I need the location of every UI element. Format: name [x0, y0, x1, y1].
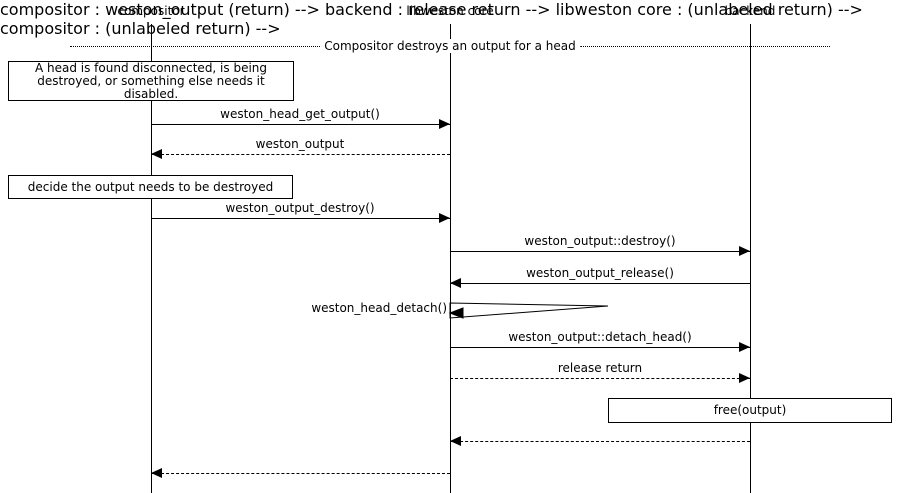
- message-label-release-return: release return: [557, 361, 643, 375]
- divider-label: Compositor destroys an output for a head: [320, 39, 580, 53]
- message-line-core-return: [151, 473, 450, 474]
- arrow-head-core-return: [151, 468, 162, 478]
- arrow-head-weston-head-get-output: [439, 119, 450, 129]
- arrow-head-weston-output-release: [450, 278, 461, 288]
- note-free-output-text: free(output): [713, 403, 787, 417]
- participant-label-compositor: compositor: [117, 4, 185, 18]
- note-free-output: free(output): [608, 398, 892, 423]
- message-line-weston-head-get-output: [151, 124, 450, 125]
- message-line-weston-output-return: [151, 154, 450, 155]
- message-label-weston-output-destroy: weston_output_destroy(): [225, 201, 375, 215]
- arrow-head-backend-return: [450, 436, 461, 446]
- lifeline-compositor: [151, 24, 152, 493]
- arrow-head-weston-output-return: [151, 149, 162, 159]
- message-label-weston-output-detach-head: weston_output::detach_head(): [508, 330, 692, 344]
- message-label-weston-head-detach: weston_head_detach(): [311, 301, 447, 315]
- divider-line-right: [580, 46, 830, 47]
- participant-label-libweston-core: libweston core: [406, 4, 494, 18]
- note-decide-destroy-text: decide the output needs to be destroyed: [27, 179, 274, 194]
- message-line-weston-output-destroy-vfunc: [450, 251, 750, 252]
- message-line-backend-return: [450, 441, 750, 442]
- message-label-weston-head-get-output: weston_head_get_output(): [220, 107, 380, 121]
- divider-line-left: [70, 46, 320, 47]
- note-head-disconnected: A head is found disconnected, is being d…: [8, 61, 294, 101]
- arrow-head-weston-output-destroy: [439, 213, 450, 223]
- message-line-release-return: [450, 378, 750, 379]
- message-line-weston-output-release: [450, 283, 750, 284]
- note-head-disconnected-text: A head is found disconnected, is being d…: [34, 60, 268, 101]
- self-message-weston-head-detach: [448, 296, 620, 328]
- note-decide-destroy: decide the output needs to be destroyed: [8, 175, 293, 199]
- arrow-head-release-return: [739, 373, 750, 383]
- self-message-loop-shape: [448, 302, 609, 319]
- message-line-weston-output-destroy: [151, 218, 450, 219]
- message-label-weston-output-release: weston_output_release(): [526, 266, 674, 280]
- lifeline-backend: [750, 24, 751, 493]
- arrow-head-weston-output-destroy-vfunc: [739, 246, 750, 256]
- participant-label-backend: backend: [724, 4, 776, 18]
- arrow-head-weston-output-detach-head: [739, 342, 750, 352]
- message-label-weston-output-destroy-vfunc: weston_output::destroy(): [524, 234, 676, 248]
- message-line-weston-output-detach-head: [450, 347, 750, 348]
- lifeline-libweston-core: [450, 24, 451, 493]
- message-label-weston-output-return: weston_output: [255, 137, 345, 151]
